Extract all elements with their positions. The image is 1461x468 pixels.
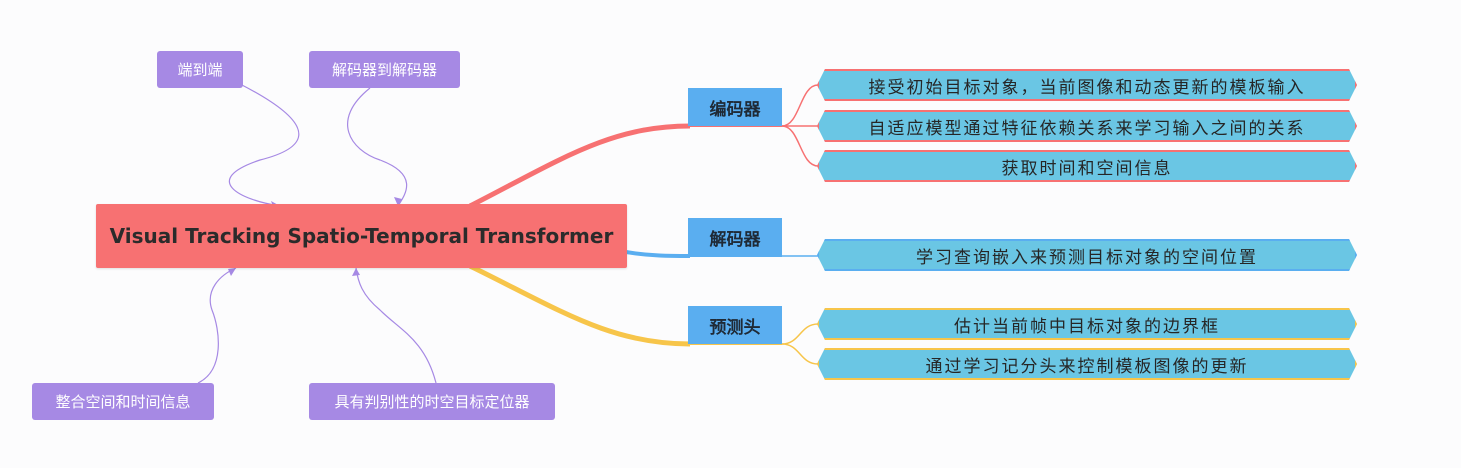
note-end-to-end[interactable]: 端到端 <box>157 51 243 88</box>
note-link-arrowhead <box>352 268 360 276</box>
branch-decoder[interactable]: 解码器 <box>688 218 782 256</box>
leaf-encoder-adaptive-model[interactable]: 自适应模型通过特征依赖关系来学习输入之间的关系 <box>817 110 1357 142</box>
leaf-head-bounding-box[interactable]: 估计当前帧中目标对象的边界框 <box>817 308 1357 340</box>
branch-encoder[interactable]: 编码器 <box>688 88 782 126</box>
leaf-link <box>781 343 819 365</box>
note-link-end-to-end <box>228 83 300 207</box>
note-spatial-temporal-info[interactable]: 整合空间和时间信息 <box>32 383 214 420</box>
root-topic-label: Visual Tracking Spatio-Temporal Transfor… <box>109 224 614 248</box>
note-link-arrowhead <box>394 197 402 206</box>
leaf-encoder-inputs[interactable]: 接受初始目标对象，当前图像和动态更新的模板输入 <box>817 69 1357 101</box>
leaf-link <box>781 125 819 167</box>
branch-link-encoder <box>468 123 691 209</box>
note-link-discriminative-locator <box>355 267 437 384</box>
leaf-decoder-query-embedding[interactable]: 学习查询嵌入来预测目标对象的空间位置 <box>817 239 1357 271</box>
leaf-link <box>781 84 819 127</box>
branch-link-head <box>468 263 691 347</box>
note-link-arrowhead <box>228 268 236 276</box>
branch-link-decoder <box>625 250 691 258</box>
leaf-encoder-spatiotemporal-info[interactable]: 获取时间和空间信息 <box>817 150 1357 182</box>
leaf-head-score-update[interactable]: 通过学习记分头来控制模板图像的更新 <box>817 348 1357 380</box>
note-decoder-to-decoder[interactable]: 解码器到解码器 <box>309 51 460 88</box>
branch-prediction-head[interactable]: 预测头 <box>688 306 782 344</box>
leaf-link <box>781 323 819 345</box>
note-link-decoder-to-decoder <box>347 87 408 207</box>
note-link-spatial-temporal <box>197 267 237 384</box>
root-topic[interactable]: Visual Tracking Spatio-Temporal Transfor… <box>96 204 627 268</box>
note-discriminative-locator[interactable]: 具有判别性的时空目标定位器 <box>309 383 555 420</box>
